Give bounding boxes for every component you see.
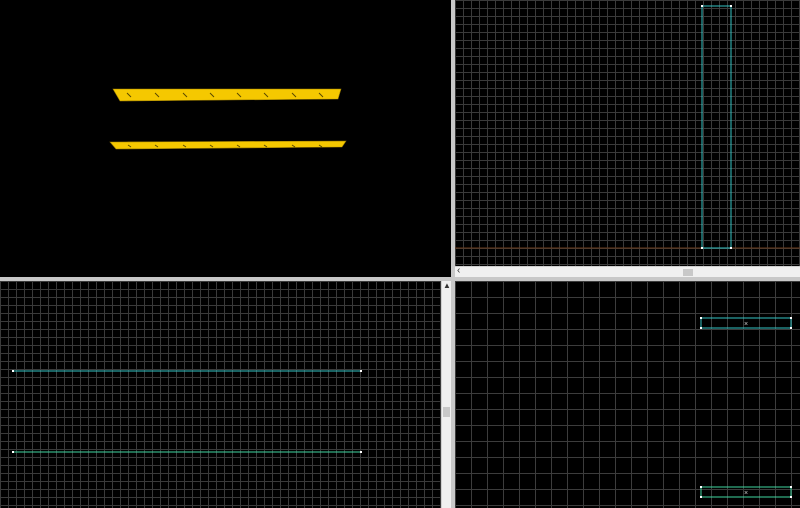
brush-outline-side-upper[interactable]: × bbox=[700, 317, 792, 329]
brush-outline-upper[interactable] bbox=[12, 370, 362, 372]
viewport-3d[interactable] bbox=[0, 0, 451, 277]
brush-outline-lower[interactable] bbox=[12, 451, 362, 453]
viewport-side-canvas: × × bbox=[700, 317, 792, 498]
viewport-front-canvas bbox=[12, 370, 362, 453]
viewport-top-canvas bbox=[455, 5, 800, 249]
vertical-scroll-thumb[interactable] bbox=[443, 407, 450, 417]
viewport-side[interactable]: × × bbox=[455, 281, 800, 508]
brush-outline-top[interactable] bbox=[701, 5, 732, 249]
viewport-front[interactable] bbox=[0, 281, 441, 508]
brush-upper[interactable] bbox=[112, 88, 342, 102]
horizontal-scrollbar[interactable]: ‹ bbox=[455, 265, 800, 277]
origin-x-icon: × bbox=[744, 490, 748, 497]
scroll-up-icon[interactable]: ▲ bbox=[443, 281, 451, 290]
brush-lower[interactable] bbox=[109, 140, 347, 150]
viewport-3d-canvas bbox=[109, 88, 347, 150]
scroll-left-icon[interactable]: ‹ bbox=[457, 265, 461, 276]
viewport-top[interactable] bbox=[455, 0, 800, 266]
horizontal-scroll-thumb[interactable] bbox=[683, 269, 693, 276]
vertical-scrollbar[interactable]: ▲ bbox=[441, 281, 451, 508]
origin-x-icon: × bbox=[744, 321, 748, 328]
brush-outline-side-lower[interactable]: × bbox=[700, 486, 792, 498]
